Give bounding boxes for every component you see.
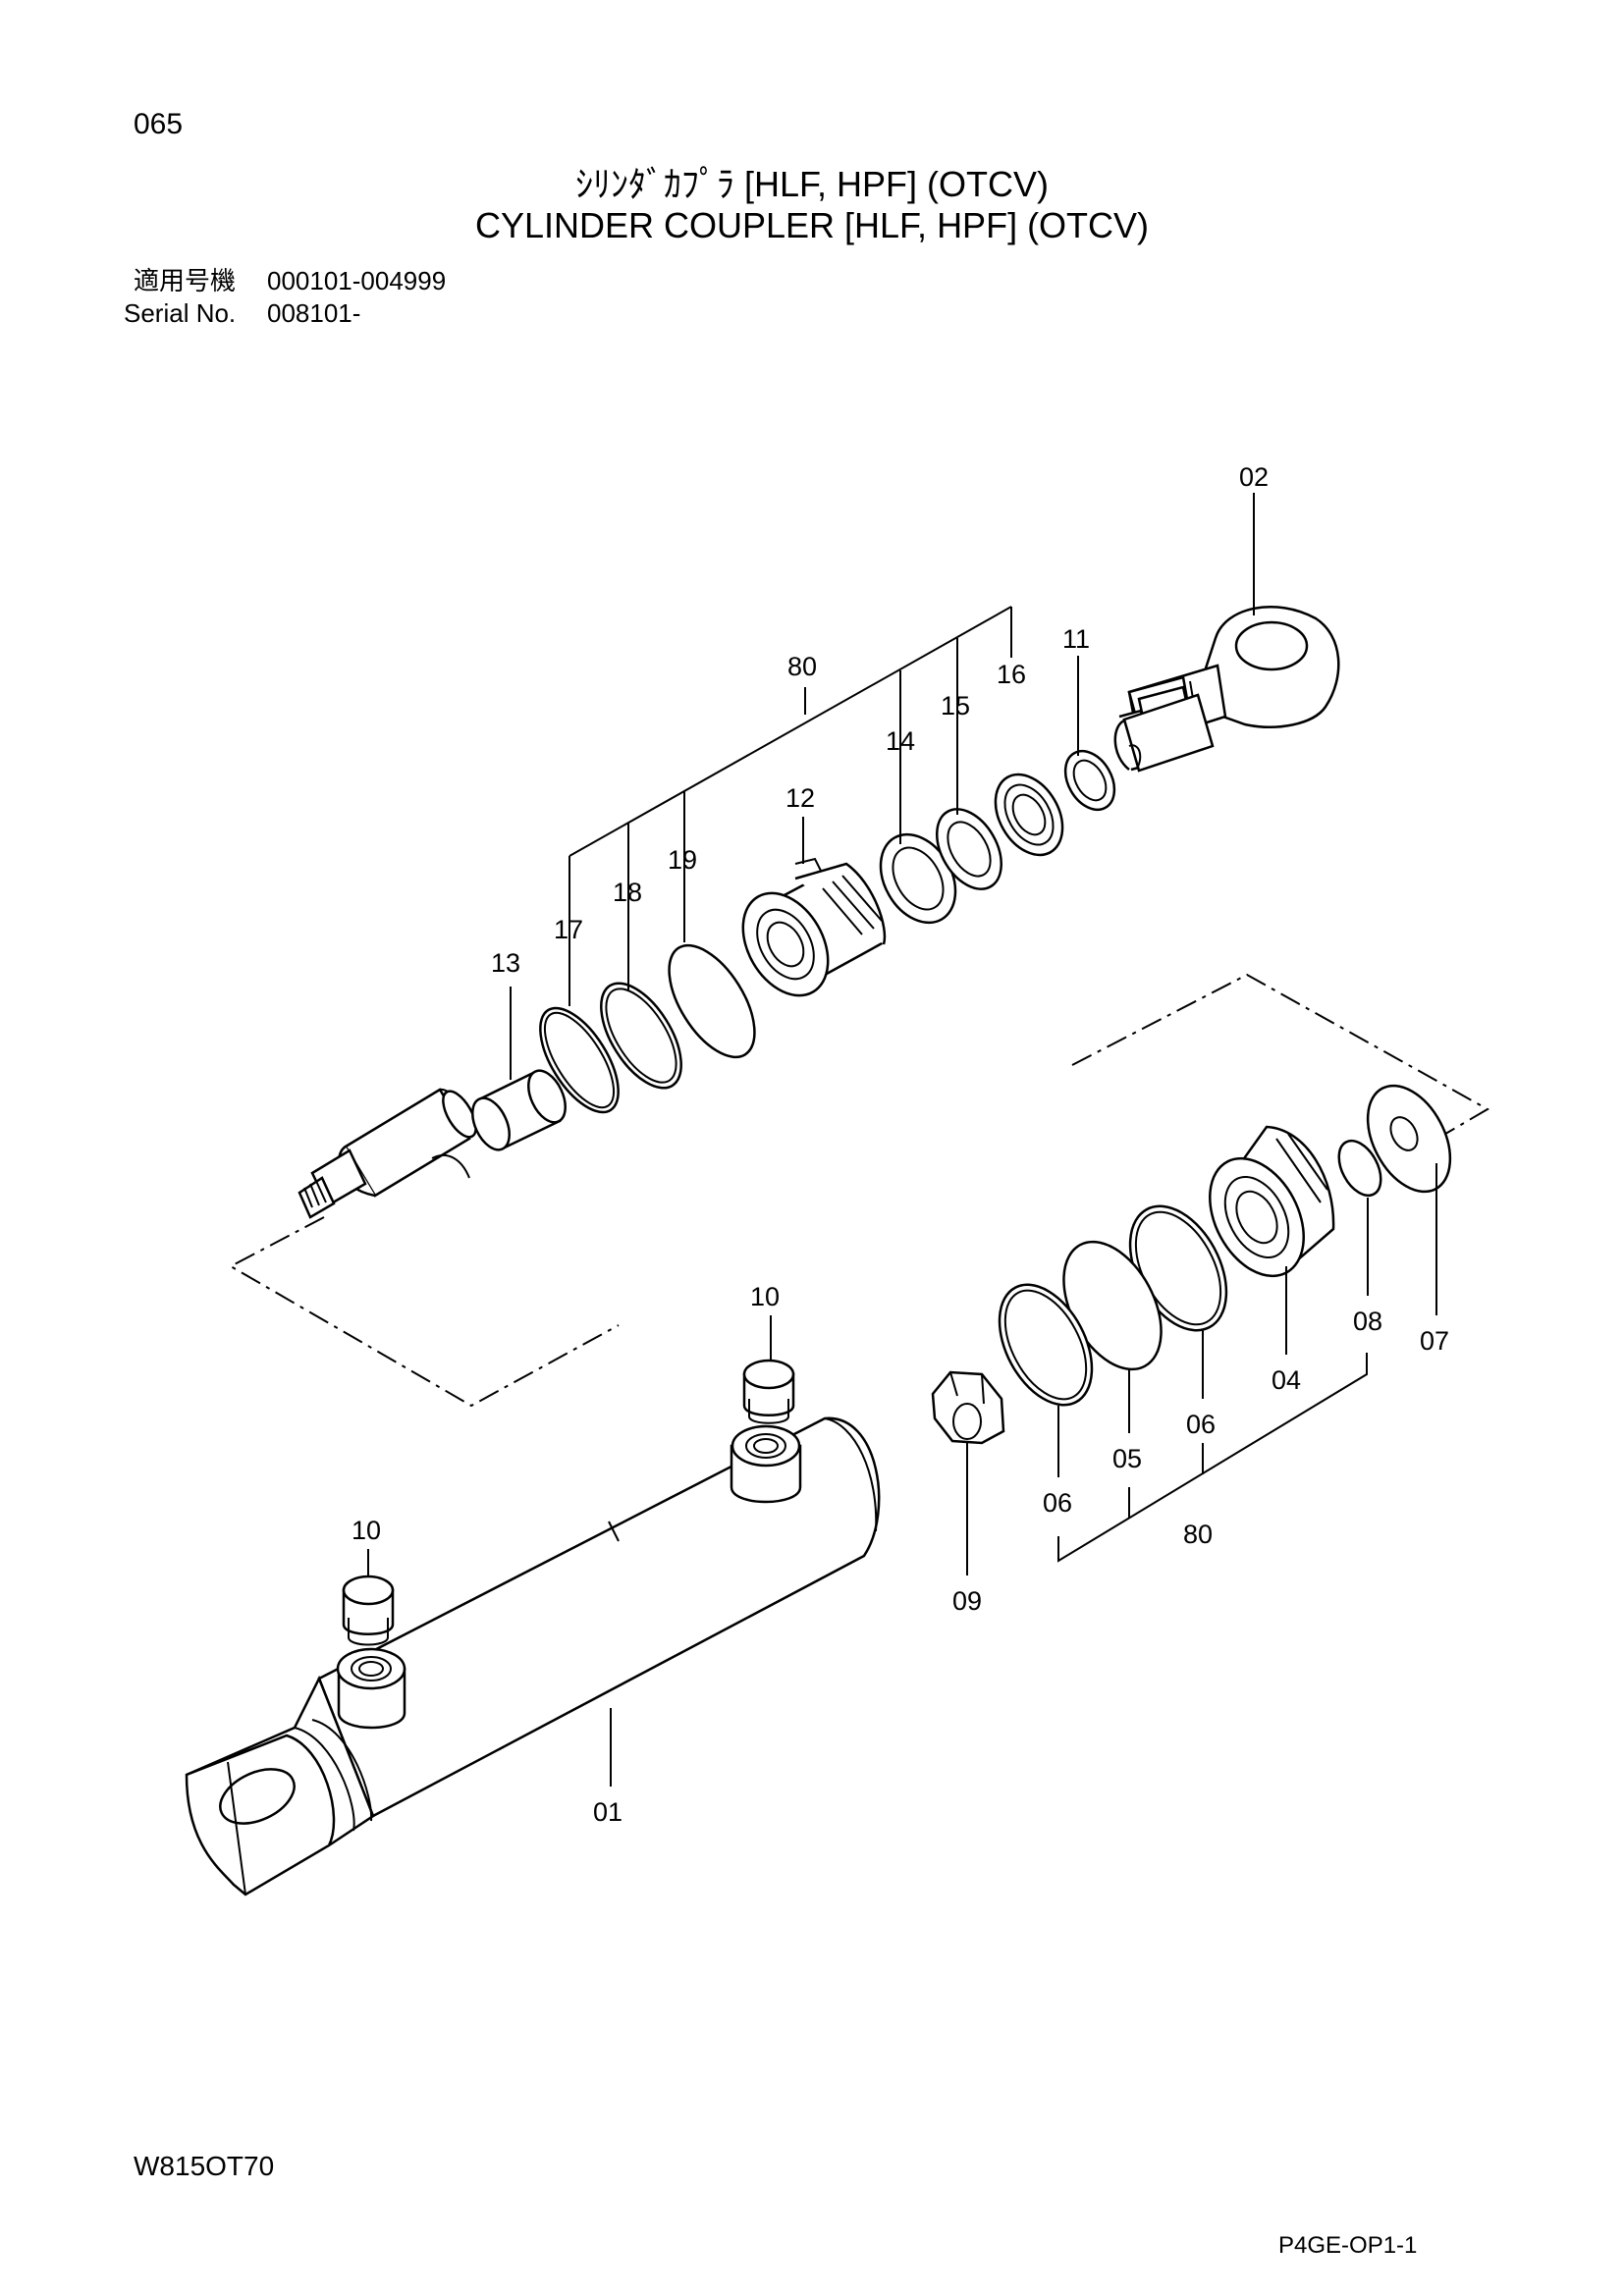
label-17: 17 <box>554 915 583 944</box>
part-04-piston <box>1209 1125 1335 1278</box>
label-13: 13 <box>491 948 520 978</box>
label-11: 11 <box>1062 624 1090 654</box>
label-04: 04 <box>1272 1365 1301 1395</box>
label-80-upper: 80 <box>787 652 817 681</box>
label-06-upper: 06 <box>1186 1410 1216 1439</box>
serial-en-label: Serial No. <box>124 298 237 328</box>
assembly-centerlines <box>228 973 1490 1408</box>
label-15: 15 <box>941 691 970 721</box>
part-13-bushing <box>471 1069 567 1151</box>
part-12-gland <box>741 857 887 997</box>
page-reference: P4GE-OP1-1 <box>1278 2232 1418 2259</box>
part-18-ring <box>600 982 682 1090</box>
label-06-lower: 06 <box>1043 1488 1072 1518</box>
part-08-oring <box>1337 1139 1382 1198</box>
title-english: CYLINDER COUPLER [HLF, HPF] (OTCV) <box>474 205 1150 245</box>
part-01-cylinder-tube <box>185 1416 881 1896</box>
part-01-port-left <box>336 1647 406 1730</box>
part-10-plug-left <box>342 1575 395 1646</box>
label-05: 05 <box>1112 1444 1142 1473</box>
page-number: 065 <box>134 108 184 140</box>
label-12: 12 <box>785 783 815 813</box>
part-piston-rod <box>298 1088 477 1219</box>
drawing-code: W815OT70 <box>134 2151 275 2181</box>
part-15-ring <box>936 808 1002 890</box>
label-16: 16 <box>997 660 1026 689</box>
part-rod-eye <box>1113 606 1340 773</box>
label-10-right: 10 <box>750 1282 780 1311</box>
part-19-oring <box>668 943 756 1059</box>
label-80-lower: 80 <box>1183 1520 1213 1549</box>
part-16-ring <box>994 773 1064 857</box>
label-14: 14 <box>886 726 915 756</box>
part-01-port-right <box>730 1424 802 1504</box>
serial-jp-label: 適用号機 <box>134 266 237 295</box>
part-09-nut <box>931 1370 1005 1445</box>
part-labels: 02 11 80 16 15 14 12 19 18 17 13 10 10 0… <box>352 462 1449 1827</box>
leader-lines <box>367 493 1437 1787</box>
label-09: 09 <box>952 1586 982 1616</box>
part-10-plug-right <box>742 1359 795 1424</box>
label-08: 08 <box>1353 1307 1382 1336</box>
label-01: 01 <box>593 1797 623 1827</box>
part-07-washer <box>1366 1084 1452 1194</box>
title-japanese: ｼﾘﾝﾀﾞｶﾌﾟﾗ [HLF, HPF] (OTCV) <box>574 164 1049 204</box>
label-18: 18 <box>613 878 642 907</box>
part-06-ring-lower <box>998 1283 1094 1407</box>
label-07: 07 <box>1420 1326 1449 1356</box>
part-11-ring <box>1063 749 1116 812</box>
serial-en-value: 008101- <box>267 298 361 328</box>
label-10-left: 10 <box>352 1516 381 1545</box>
part-17-oring <box>539 1006 620 1114</box>
label-02: 02 <box>1239 462 1269 492</box>
label-19: 19 <box>668 845 697 875</box>
serial-jp-value: 000101-004999 <box>267 266 447 295</box>
